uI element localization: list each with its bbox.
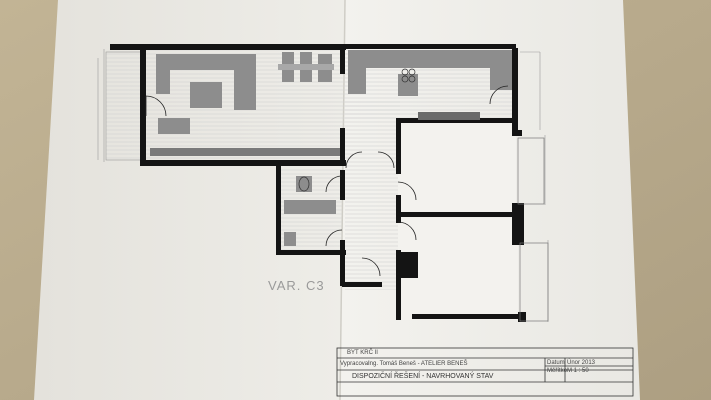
furniture — [150, 50, 512, 246]
scale-label: Měřítko — [547, 368, 568, 374]
walls — [110, 44, 526, 322]
date-label: Datum — [547, 360, 565, 366]
author-label: Vypracoval — [340, 361, 370, 367]
variant-label: VAR. C3 — [268, 278, 325, 293]
balcony-left — [105, 51, 145, 161]
scale-value: M 1 : 50 — [567, 368, 589, 374]
hallway — [345, 100, 400, 290]
door-swings — [145, 85, 509, 277]
date-value: Únor 2013 — [567, 360, 596, 366]
bedroom-1 — [398, 122, 516, 214]
title-block — [336, 347, 634, 397]
author-name: Ing. Tomáš Beneš - ATELIER BENEŠ — [368, 361, 468, 367]
project-name: BYT KRČ II — [347, 350, 378, 356]
drawing-title: DISPOZIČNÍ ŘEŠENÍ - NAVRHOVANÝ STAV — [352, 373, 494, 380]
